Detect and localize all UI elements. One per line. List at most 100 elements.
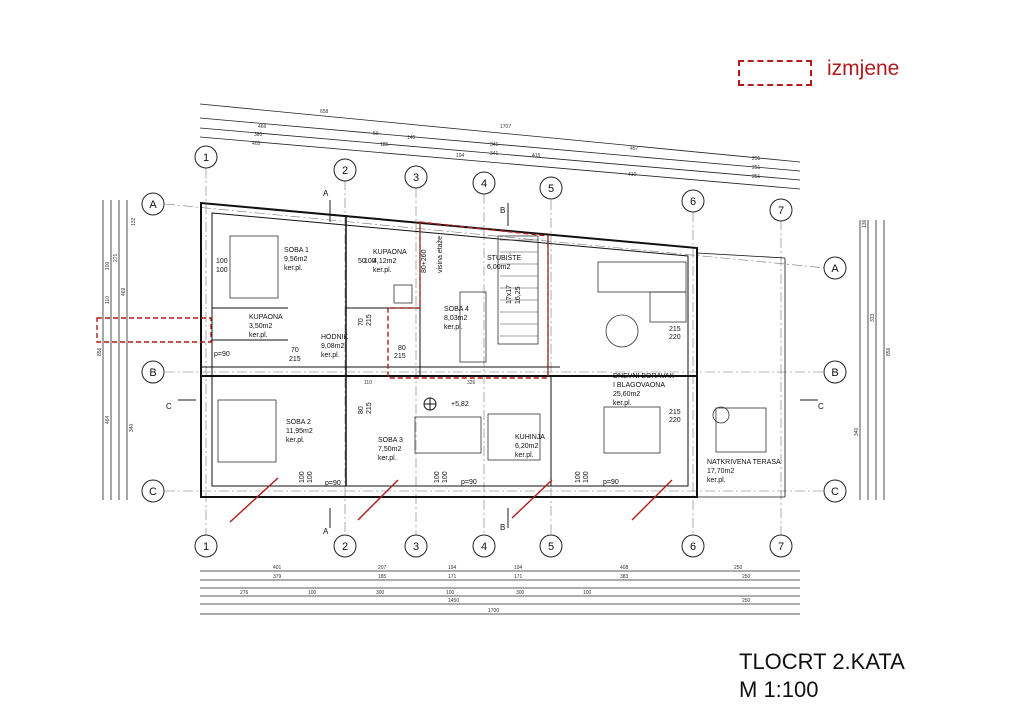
dim-left-1: 271 [113, 253, 119, 262]
dim-left-6: 464 [105, 415, 111, 424]
drawing-title-line1: TLOCRT 2.KATA [739, 649, 905, 674]
room-terasa-name: NATKRIVENA TERASA [707, 459, 781, 466]
side-dimension-lines [102, 200, 885, 500]
drawing-scale: M 1:100 [739, 677, 819, 702]
dim-top-16: 251 [752, 174, 761, 180]
room-hodnik-name: HODNIK [321, 334, 349, 341]
opening-18: 215 [669, 409, 681, 416]
dim-right-1: 856 [886, 347, 892, 356]
section-b-top: B [500, 206, 505, 215]
opening-11: 215 [289, 356, 301, 363]
dim-inner-0: 110 [364, 380, 372, 386]
axis-7-top: 7 [778, 205, 784, 217]
opening-7: 16,25 [515, 286, 522, 304]
dim-top-10: 403 [252, 141, 261, 147]
section-a-top: A [323, 189, 329, 198]
dim-left-7: 340 [129, 423, 135, 432]
dim-top-7: 341 [490, 142, 499, 148]
legend-change-swatch [738, 60, 812, 86]
dim-top-2: 466 [258, 124, 267, 130]
opening-26: 100 [434, 471, 441, 483]
room-stubiste-area: 6,00m2 [487, 264, 510, 271]
room-soba-4-name: SOBA 4 [444, 306, 469, 313]
room-terasa-floor: ker.pl. [707, 477, 726, 484]
room-soba-2: SOBA 2 11,95m2 ker.pl. [286, 419, 315, 444]
elevation-marker: +5,82 [423, 397, 469, 411]
opening-17: 220 [669, 334, 681, 341]
section-labels: A A B B C C [166, 189, 824, 536]
opening-12: 70 [358, 318, 365, 326]
axis-b-left: B [149, 367, 156, 379]
drawing-title: TLOCRT 2.KATA M 1:100 [739, 648, 905, 704]
dim-right-2: 340 [854, 427, 860, 436]
room-terasa-area: 17,70m2 [707, 468, 734, 475]
dim-bottom-3: 194 [514, 565, 523, 571]
dim-bottom-6: 379 [273, 574, 282, 580]
room-stubiste-name: STUBIŠTE [487, 253, 522, 262]
dim-left-3: 110 [105, 296, 111, 304]
room-soba-3: SOBA 3 7,50m2 ker.pl. [378, 437, 405, 462]
dim-bottom-9: 171 [514, 574, 523, 580]
dim-top-11: 185 [380, 142, 389, 148]
axis-5-top: 5 [548, 183, 554, 195]
axis-markers [141, 145, 847, 558]
room-kupaona-2-floor: ker.pl. [249, 332, 268, 339]
opening-5: visina etaže [437, 236, 444, 273]
stairs [500, 239, 538, 337]
axis-6-top: 6 [690, 196, 696, 208]
room-hodnik-floor: ker.pl. [321, 352, 340, 359]
opening-labels: 100 100 50 100 80+260 visina etaže 17x17… [214, 236, 681, 487]
room-dnevni-boravak-name-1: DNEVNI BORAVAK [613, 373, 675, 380]
dim-top-14: 251 [752, 165, 761, 171]
room-soba-3-area: 7,50m2 [378, 446, 401, 453]
dim-left-4: 469 [121, 287, 127, 296]
section-a-bottom: A [323, 527, 329, 536]
opening-1: 100 [216, 267, 228, 274]
axis-c-right: C [831, 486, 839, 498]
dim-top-15: 194 [456, 153, 465, 159]
axis-3-bottom: 3 [413, 541, 419, 553]
axis-6-bottom: 6 [690, 541, 696, 553]
room-kupaona-1-area: 4,12m2 [373, 258, 396, 265]
dim-bottom-1: 207 [378, 565, 387, 571]
room-dnevni-boravak-area: 25,60m2 [613, 391, 640, 398]
room-soba-1-name: SOBA 1 [284, 247, 309, 254]
room-labels: SOBA 1 9,56m2 ker.pl. KUPAONA 4,12m2 ker… [249, 247, 782, 484]
dim-bottom-15: 100 [446, 590, 455, 596]
opening-21: p=90 [325, 480, 341, 487]
dim-top-13: 410 [628, 172, 637, 178]
bottom-dimension-lines [200, 570, 800, 615]
axis-1-top: 1 [203, 152, 209, 164]
opening-19: 220 [669, 417, 681, 424]
top-dimension-lines [199, 103, 801, 190]
room-dnevni-boravak-name-2: I BLAGOVAONA [613, 382, 665, 389]
dim-top-1: 1707 [500, 124, 511, 130]
room-dnevni-boravak: DNEVNI BORAVAK I BLAGOVAONA 25,60m2 ker.… [613, 373, 676, 407]
room-soba-3-name: SOBA 3 [378, 437, 403, 444]
change-markers [96, 221, 673, 523]
room-soba-2-name: SOBA 2 [286, 419, 311, 426]
room-kupaona-1-name: KUPAONA [373, 249, 407, 256]
axis-5-bottom: 5 [548, 541, 554, 553]
dim-right-3: 136 [862, 219, 868, 228]
room-kupaona-2-area: 3,50m2 [249, 323, 272, 330]
room-soba-2-area: 11,95m2 [286, 428, 313, 435]
inner-dimension-texts: 110 326 [364, 380, 476, 386]
room-kupaona-2-name: KUPAONA [249, 314, 283, 321]
bottom-dimension-texts: 401 207 194 194 408 250 379 185 171 171 … [240, 565, 751, 614]
grid-lines [164, 168, 827, 535]
dim-top-8: 415 [532, 153, 541, 159]
opening-23: p=90 [603, 479, 619, 486]
opening-20: p=90 [214, 351, 230, 358]
opening-24: 100 [299, 471, 306, 483]
side-dimension-texts: 132 271 100 110 469 856 464 340 333 856 … [97, 217, 892, 436]
axis-4-top: 4 [481, 178, 487, 190]
dim-bottom-13: 100 [308, 590, 317, 596]
dim-top-5: 50 [373, 131, 379, 137]
section-markers [178, 200, 818, 528]
room-soba-4-floor: ker.pl. [444, 324, 463, 331]
axis-a-left: A [149, 199, 157, 211]
room-natkrivena-terasa: NATKRIVENA TERASA 17,70m2 ker.pl. [707, 459, 782, 484]
opening-10: 70 [291, 347, 299, 354]
dim-bottom-11: 250 [742, 574, 751, 580]
